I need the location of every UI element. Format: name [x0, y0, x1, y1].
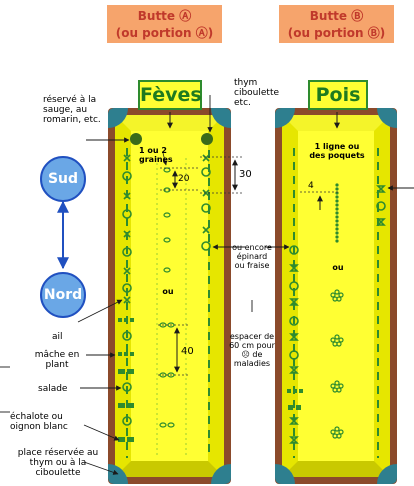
- bed-pois: [275, 108, 397, 484]
- thym-label: thym ciboulette etc.: [234, 78, 280, 108]
- dimension-4: 4: [308, 181, 314, 191]
- ail-label: ail: [52, 332, 63, 342]
- dimension-30: 30: [239, 169, 252, 180]
- butte-b-subtitle: (ou portion Ⓑ): [287, 26, 386, 40]
- place-thym-label: place réservée au thym ou à la ciboulett…: [17, 448, 99, 478]
- salade-label: salade: [38, 384, 68, 394]
- bed-title-feves: Fèves: [138, 80, 202, 110]
- one-or-two-seeds-note: 1 ou 2 graines: [139, 146, 173, 164]
- dimension-40: 40: [181, 346, 194, 357]
- dimension-20: 20: [178, 174, 190, 184]
- butte-a-title: Butte Ⓐ: [137, 9, 192, 23]
- spacing-note: espacer de 60 cm pour ☹ de maladies: [229, 332, 275, 368]
- north-circle: Nord: [40, 272, 86, 318]
- south-circle: Sud: [40, 156, 86, 202]
- ou-left-note: ou: [162, 287, 174, 296]
- butte-a-header: Butte Ⓐ (ou portion Ⓐ): [107, 5, 222, 43]
- echalote-label: échalote ou oignon blanc: [10, 412, 68, 432]
- bed-title-pois: Pois: [308, 80, 368, 110]
- ou-encore-note: ou encore épinard ou fraise: [232, 243, 272, 270]
- ou-right-note: ou: [332, 263, 344, 272]
- mache-label: mâche en plant: [34, 350, 80, 370]
- butte-b-title: Butte Ⓑ: [309, 9, 364, 23]
- bed-feves: [108, 108, 244, 484]
- butte-a-subtitle: (ou portion Ⓐ): [115, 26, 214, 40]
- reserved-herbs-label: réservé à la sauge, au romarin, etc.: [43, 95, 101, 125]
- one-line-note: 1 ligne ou des poquets: [309, 142, 365, 160]
- butte-b-header: Butte Ⓑ (ou portion Ⓑ): [279, 5, 394, 43]
